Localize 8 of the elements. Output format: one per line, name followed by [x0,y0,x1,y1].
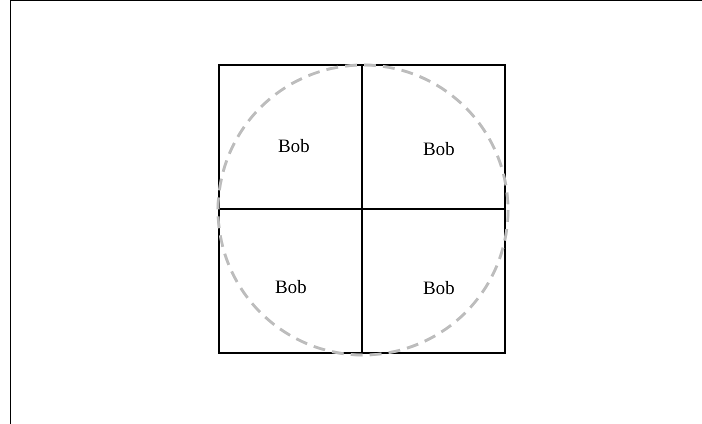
box-label: Bob [278,136,310,158]
box-label: Bob [423,278,455,300]
quadrant-box [361,208,506,354]
box-label: Bob [423,139,455,161]
quadrant-box [361,64,506,210]
quadrant-box [218,64,363,210]
box-label: Bob [275,277,307,299]
quadrant-box [218,208,363,354]
